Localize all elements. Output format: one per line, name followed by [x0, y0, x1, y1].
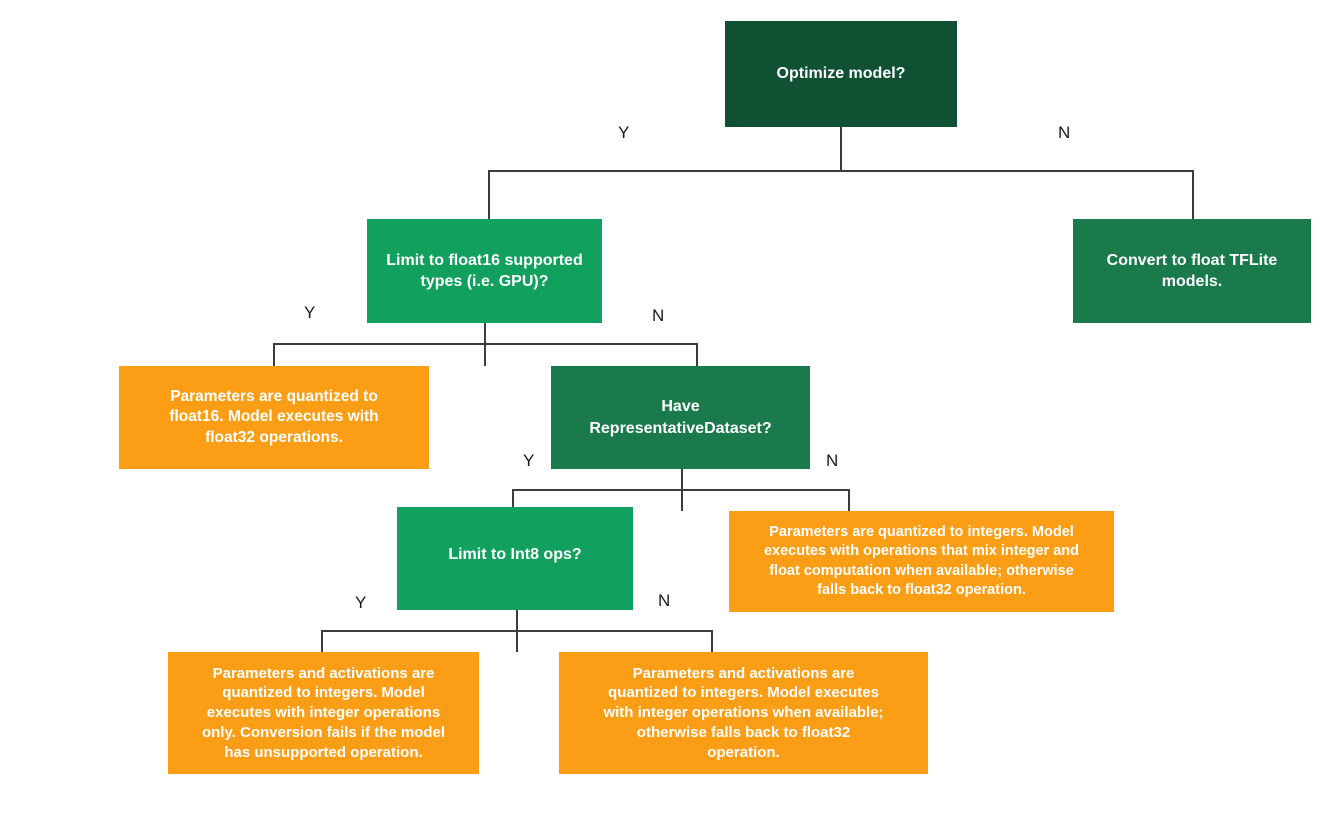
node-integer-fallback-outcome[interactable]: Parameters and activations are quantized… — [559, 652, 928, 774]
edge-int8-split — [321, 630, 713, 632]
node-mixed-integer-float-outcome-label: Parameters are quantized to integers. Mo… — [763, 524, 1080, 598]
edge-dataset-no-drop — [848, 489, 850, 511]
edge-optimize-no-drop — [1192, 170, 1194, 220]
node-limit-int8-ops-label: Limit to Int8 ops? — [448, 545, 582, 563]
edge-label-float16-yes: Y — [304, 303, 316, 322]
node-integer-fallback-outcome-label: Parameters and activations are quantized… — [603, 664, 884, 761]
node-optimize-model[interactable]: Optimize model? — [725, 21, 957, 127]
node-float16-outcome-label: Parameters are quantized to float16. Mod… — [169, 387, 379, 446]
edge-label-optimize-yes: Y — [618, 123, 630, 142]
edge-float16-no-drop — [696, 343, 698, 367]
node-integer-only-outcome-label: Parameters and activations are quantized… — [201, 664, 446, 761]
node-have-representative-dataset-label: Have RepresentativeDataset? — [589, 398, 772, 437]
edge-dataset-split — [512, 489, 850, 491]
node-optimize-model-label: Optimize model? — [776, 65, 906, 83]
edge-optimize-split — [488, 170, 1194, 172]
node-have-representative-dataset[interactable]: Have RepresentativeDataset? — [551, 366, 810, 469]
edge-dataset-yes-drop — [512, 489, 514, 511]
node-integer-only-outcome[interactable]: Parameters and activations are quantized… — [168, 652, 479, 774]
edge-int8-no-drop — [711, 630, 713, 652]
edge-label-dataset-yes: Y — [523, 451, 535, 470]
edge-label-dataset-no: N — [826, 451, 839, 470]
node-convert-float-tflite[interactable]: Convert to float TFLite models. — [1073, 219, 1311, 323]
edge-float16-yes-drop — [273, 343, 275, 367]
node-float16-outcome[interactable]: Parameters are quantized to float16. Mod… — [119, 366, 429, 469]
edge-label-int8-yes: Y — [355, 593, 367, 612]
edge-label-int8-no: N — [658, 591, 671, 610]
node-mixed-integer-float-outcome[interactable]: Parameters are quantized to integers. Mo… — [729, 511, 1114, 612]
node-convert-float-tflite-label: Convert to float TFLite models. — [1106, 251, 1278, 290]
edge-optimize-stem — [840, 127, 842, 172]
node-limit-float16-label: Limit to float16 supported types (i.e. G… — [386, 251, 583, 290]
edge-label-float16-no: N — [652, 306, 665, 325]
node-limit-int8-ops[interactable]: Limit to Int8 ops? — [397, 507, 633, 610]
node-limit-float16[interactable]: Limit to float16 supported types (i.e. G… — [367, 219, 602, 323]
edge-float16-split — [273, 343, 698, 345]
edge-label-optimize-no: N — [1058, 123, 1071, 142]
edge-optimize-yes-drop — [488, 170, 490, 220]
edge-int8-yes-drop — [321, 630, 323, 652]
